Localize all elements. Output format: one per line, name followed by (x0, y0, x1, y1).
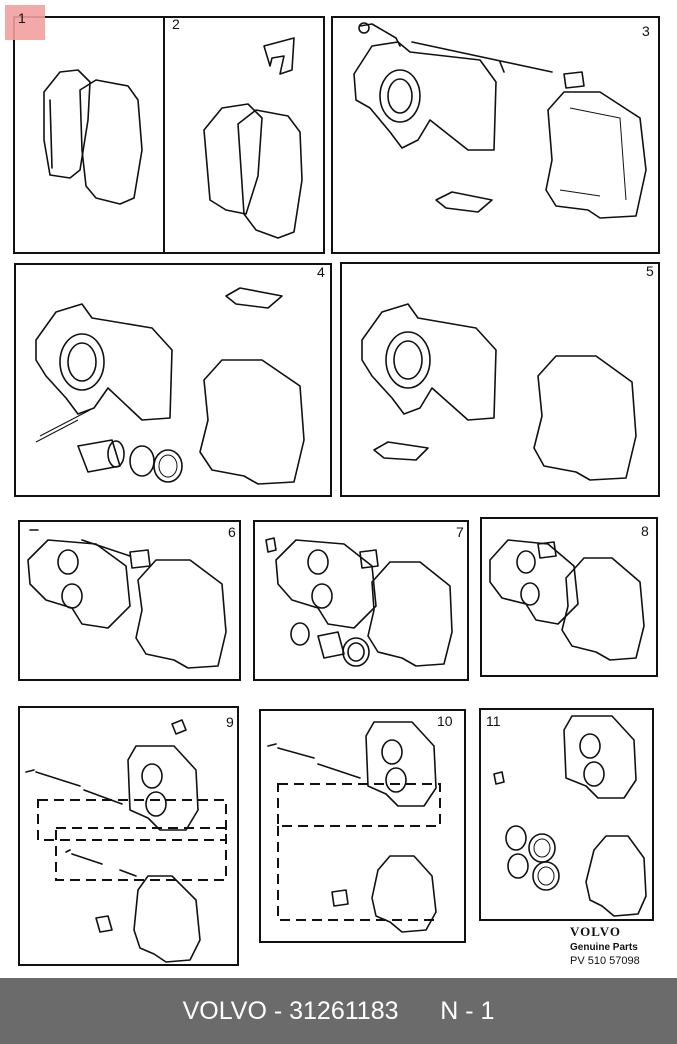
footer-brand: VOLVO (182, 996, 267, 1025)
caliper-icon (35, 303, 173, 421)
footer-quantity: N - 1 (440, 996, 495, 1025)
spring-clip-icon (493, 771, 505, 785)
caliper-bracket-icon (135, 559, 227, 669)
seal-ring-icon (129, 445, 183, 483)
caliper-icon (353, 41, 497, 151)
dashed-group-9a (37, 799, 227, 841)
panel-frame-10[interactable] (259, 709, 466, 943)
brake-pad-icon (203, 103, 303, 239)
guide-pin-icon (29, 529, 151, 569)
dashed-group-9b (55, 827, 227, 881)
brake-pad-icon (373, 441, 429, 461)
panel-frame-6[interactable] (18, 520, 241, 681)
volvo-logo-text: VOLVO (570, 924, 621, 939)
footer-separator: - (266, 996, 290, 1025)
panel-number-1: 1 (18, 10, 26, 26)
caliper-icon (27, 539, 131, 629)
spring-clip-icon (537, 541, 557, 559)
volvo-genuine-parts-label: VOLVO Genuine Parts PV 510 57098 (570, 924, 675, 967)
spring-clip-icon (265, 537, 379, 569)
caliper-bracket-icon (371, 855, 437, 933)
panel-frame-5[interactable] (340, 262, 660, 497)
panel-frame-4[interactable] (14, 263, 332, 497)
panel-number-11: 11 (486, 713, 501, 729)
panel-number-2: 2 (172, 16, 180, 32)
dashed-group-10b (277, 826, 440, 921)
caliper-bracket-icon (585, 835, 647, 917)
caliper-icon (275, 539, 377, 629)
selected-panel-highlight (5, 5, 45, 40)
caliper-icon (127, 745, 199, 831)
caliper-icon (361, 303, 497, 421)
panel-number-7: 7 (456, 524, 464, 540)
brake-pad-icon (435, 191, 493, 213)
panel-frame-2[interactable] (163, 16, 325, 254)
diagram-drawing (13, 16, 660, 966)
caliper-bracket-icon (545, 91, 647, 219)
panel-frame-3[interactable] (331, 16, 660, 254)
panel-frame-8[interactable] (480, 517, 658, 677)
part-number-footer: VOLVO - 31261183 N - 1 (0, 978, 677, 1044)
panel-number-3: 3 (642, 23, 650, 39)
caliper-icon (489, 539, 579, 625)
panel-number-10: 10 (437, 713, 453, 729)
panel-number-9: 9 (226, 714, 234, 730)
caliper-bracket-icon (199, 359, 305, 485)
seal-ring-icon (505, 825, 560, 891)
leader-lines (35, 409, 91, 443)
guide-pin-icon (25, 769, 137, 933)
brake-pad-icon (43, 69, 143, 205)
footer-gap (399, 997, 441, 1026)
panel-frame-11[interactable] (479, 708, 654, 921)
footer-part-number: 31261183 (289, 996, 399, 1025)
publication-code: PV 510 57098 (570, 955, 640, 967)
guide-pin-icon (358, 22, 585, 89)
panel-number-8: 8 (641, 523, 649, 539)
brake-pad-icon (225, 287, 283, 309)
caliper-icon (365, 721, 437, 807)
dashed-group-10a (277, 783, 441, 827)
parts-diagram-sheet: 1 2 3 4 5 6 7 8 9 10 11 VOLVO Genuine Pa… (5, 5, 675, 967)
caliper-bracket-icon (367, 561, 453, 667)
caliper-icon (563, 715, 637, 799)
panel-number-5: 5 (646, 263, 654, 279)
panel-number-6: 6 (228, 524, 236, 540)
caliper-bracket-icon (533, 355, 637, 481)
genuine-parts-text: Genuine Parts (570, 942, 638, 953)
piston-icon (317, 631, 345, 659)
spring-clip-icon (171, 719, 187, 735)
panel-frame-9[interactable] (18, 706, 239, 966)
panel-frame-7[interactable] (253, 520, 469, 681)
seal-ring-icon (290, 622, 370, 667)
guide-pin-icon (267, 743, 361, 907)
spring-clip-icon (263, 37, 295, 75)
caliper-bracket-icon (133, 875, 201, 963)
caliper-bracket-icon (561, 557, 645, 661)
piston-icon (77, 439, 125, 473)
panel-number-4: 4 (317, 264, 325, 280)
